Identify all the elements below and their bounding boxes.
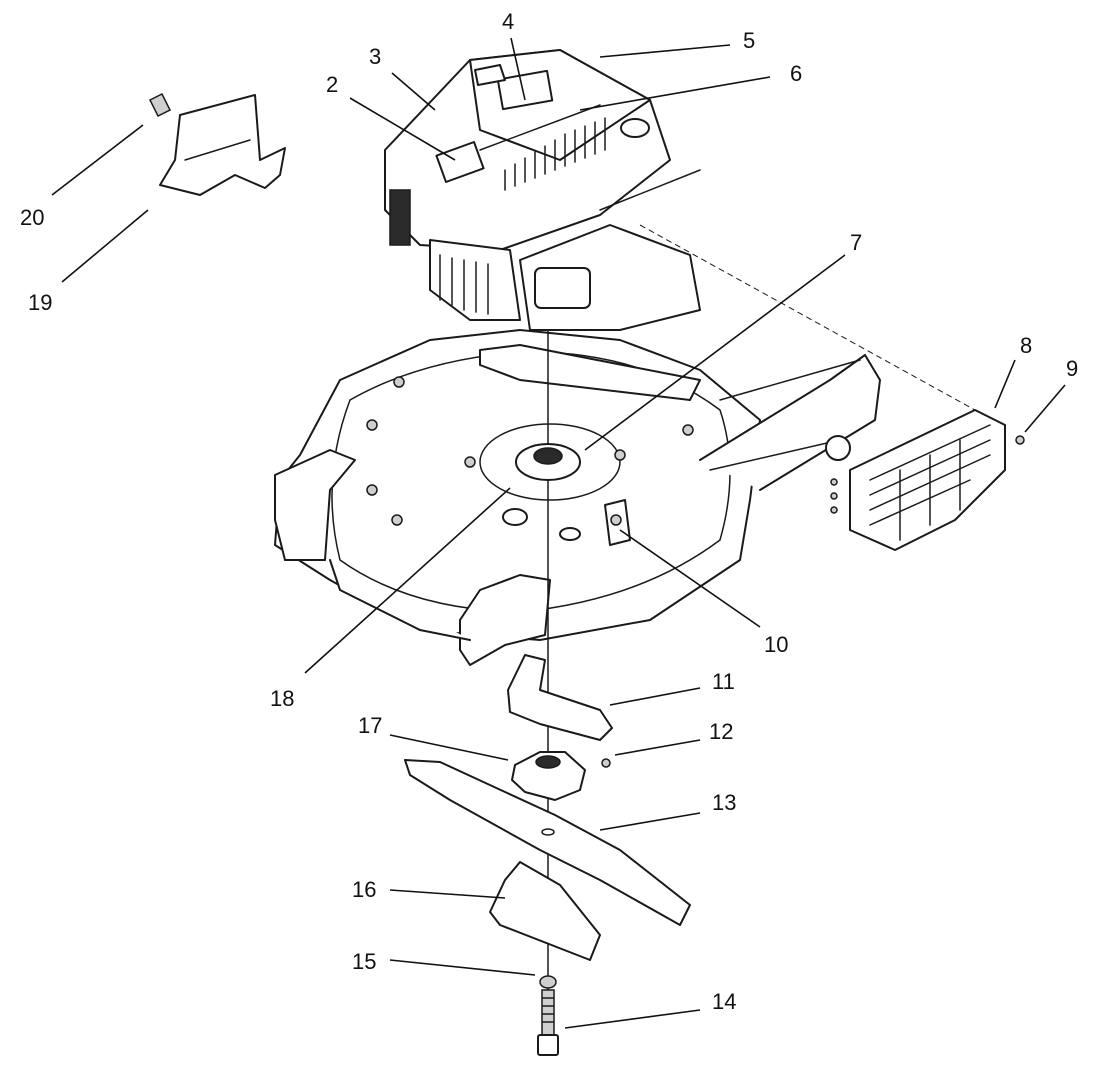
leader-18: [304, 487, 511, 674]
leader-11: [609, 687, 701, 706]
leader-14: [564, 1009, 701, 1029]
screw-part-12: [601, 758, 611, 768]
washer-part: [539, 975, 557, 989]
callout-17: 17: [358, 713, 382, 738]
leader-6: [579, 76, 771, 111]
callout-12: 12: [709, 719, 733, 744]
leader-16: [389, 889, 506, 899]
callout-6: 6: [790, 61, 802, 86]
deck-bolt-part: [604, 499, 631, 546]
callout-8: 8: [1020, 333, 1032, 358]
blade-bolt-part: [537, 989, 559, 1056]
plug-bolt-part: [148, 92, 172, 118]
callout-11: 11: [712, 669, 735, 694]
callout-13: 13: [712, 790, 736, 815]
leader-12: [614, 739, 701, 756]
pulley-part: [515, 443, 581, 481]
callout-14: 14: [712, 989, 736, 1014]
rear-guard-part: [639, 224, 1006, 551]
mulching-blade-part: [489, 861, 601, 961]
callout-3: 3: [369, 44, 381, 69]
callout-4: 4: [502, 9, 514, 34]
callout-10: 10: [764, 632, 788, 657]
belt-part: [507, 654, 613, 741]
callout-9: 9: [1066, 356, 1078, 381]
guard-bolt: [830, 478, 838, 486]
bushing-part: [502, 508, 528, 526]
engine-assembly: [384, 49, 701, 331]
leader-8: [994, 359, 1016, 409]
leader-2: [349, 97, 456, 161]
leader-lines: [51, 37, 1066, 1029]
deck-hole: [559, 527, 581, 541]
leader-15: [389, 959, 536, 976]
mower-deck: [274, 329, 881, 666]
callout-5: 5: [743, 28, 755, 53]
callout-18: 18: [270, 686, 294, 711]
leader-4: [510, 37, 526, 101]
callout-15: 15: [352, 949, 376, 974]
callout-19: 19: [28, 290, 52, 315]
engine-grille: [504, 117, 606, 191]
screw-part: [1015, 435, 1025, 445]
mulch-plug-part: [159, 94, 286, 196]
leader-13: [599, 812, 701, 831]
callout-16: 16: [352, 877, 376, 902]
guard-bolt: [830, 506, 838, 514]
callout-2: 2: [326, 72, 338, 97]
callout-20: 20: [20, 205, 44, 230]
leader-5: [599, 44, 731, 58]
leader-10: [619, 529, 761, 628]
callout-7: 7: [850, 230, 862, 255]
callout-labels: 2 3 4 5 6 7 8 9 10 11 12 13 14 15 16 17 …: [20, 9, 1078, 1014]
leader-19: [61, 209, 149, 283]
guard-bolt: [830, 492, 838, 500]
leader-9: [1024, 384, 1066, 433]
leader-7: [584, 254, 846, 451]
leader-20: [51, 124, 144, 196]
leader-3: [391, 72, 436, 111]
blade-adapter-part: [511, 751, 586, 801]
leader-17: [389, 734, 509, 761]
blade-part: [404, 759, 691, 926]
